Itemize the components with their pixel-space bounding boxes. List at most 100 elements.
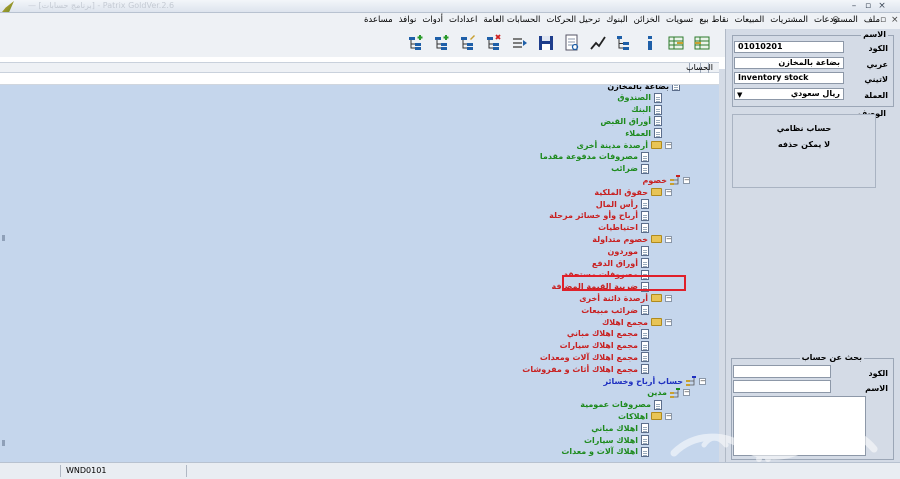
column-separator[interactable] <box>708 63 709 73</box>
search-code-input[interactable] <box>733 365 831 378</box>
code-field[interactable]: 01010201 <box>734 41 844 53</box>
tree-delete-icon[interactable] <box>484 33 504 53</box>
scroll-marker[interactable] <box>2 235 5 241</box>
tree-node[interactable]: − مدين <box>647 387 690 399</box>
tree-node[interactable]: −حقوق الملكية <box>594 186 672 198</box>
tree-node-label: احتياطيات <box>598 223 638 233</box>
tree-node[interactable]: −أرصدة دائنة أخرى <box>579 292 672 304</box>
restore-button[interactable]: ▫ <box>864 1 872 11</box>
tree-node[interactable]: أرباح وأو خسائر مرحلة <box>549 210 659 222</box>
tree-node[interactable]: موردون <box>608 245 659 257</box>
arabic-name-field[interactable]: بضاعة بالمخازن <box>734 57 844 69</box>
tree-node[interactable]: اهلاك مباني <box>591 422 659 434</box>
tree-node[interactable]: −خصوم متداولة <box>592 233 672 245</box>
document-icon <box>641 163 649 174</box>
move-icon[interactable] <box>510 33 530 53</box>
tree-node[interactable]: مصروفات مستحقة <box>563 269 659 281</box>
tree-node[interactable]: ضريبة القيمة المضافة <box>552 281 659 293</box>
tree-node[interactable]: أوراق القبض <box>600 115 672 127</box>
column-separator[interactable] <box>689 63 690 73</box>
document-icon <box>654 399 662 410</box>
tree-node[interactable]: احتياطيات <box>598 222 659 234</box>
collapse-icon[interactable]: − <box>665 140 672 149</box>
latin-name-field[interactable]: Inventory stock <box>734 72 844 84</box>
chart-icon[interactable] <box>588 33 608 53</box>
tree-node[interactable]: أوراق الدفع <box>592 257 659 269</box>
tree-node[interactable]: −أرصدة مدينة أخرى <box>576 139 672 151</box>
tree-node[interactable]: −خصوم <box>642 174 690 186</box>
tree-node[interactable]: مجمع اهلاك آلات ومعدات <box>540 351 659 363</box>
search-name-input[interactable] <box>733 380 831 393</box>
menu-item[interactable]: الخزائن <box>633 15 660 25</box>
excel-export-icon[interactable] <box>666 33 686 53</box>
collapse-icon[interactable]: − <box>665 317 672 326</box>
tree-node[interactable]: مجمع اهلاك أثاث و مفروشات <box>522 363 659 375</box>
close-button[interactable]: × <box>878 1 886 11</box>
menu-item[interactable]: تسويات <box>666 15 694 25</box>
menu-item[interactable]: المشتريات <box>770 15 808 25</box>
menu-item[interactable]: اعدادات <box>448 15 478 25</box>
tree-edit-icon[interactable] <box>458 33 478 53</box>
tree-node[interactable]: مصروفات عمومية <box>580 399 672 411</box>
currency-select[interactable]: ريال سعودي ▼ <box>734 88 844 100</box>
column-separator[interactable] <box>700 63 701 73</box>
menu-item[interactable]: نوافذ <box>398 15 417 25</box>
tree-node[interactable]: رأس المال <box>596 198 659 210</box>
save-icon[interactable] <box>536 33 556 53</box>
search-code-label: الكود <box>868 369 888 378</box>
tree-add-child-icon[interactable] <box>432 33 452 53</box>
tree-node[interactable]: بضاعة بالمخازن <box>607 85 690 92</box>
collapse-icon[interactable]: − <box>683 175 690 184</box>
scroll-marker[interactable] <box>2 440 5 446</box>
tree-node[interactable]: −اهلاكات <box>618 410 672 422</box>
tree-node[interactable]: ضرائب مبيعات <box>581 304 659 316</box>
tree-node[interactable]: −حساب أرباح وخسائر <box>603 375 706 387</box>
tree-node[interactable]: مجمع اهلاك سيارات <box>560 340 659 352</box>
tree-column-header: الحساب <box>0 62 719 73</box>
print-preview-icon[interactable] <box>562 33 582 53</box>
minimize-button[interactable]: – <box>851 1 857 11</box>
title-bar: — [برنامج حسابات] - Patrix GoldVer.2.6 –… <box>0 0 900 13</box>
tree-node[interactable]: البنك <box>631 104 672 116</box>
toolbar <box>0 29 725 57</box>
menu-item[interactable]: المبيعات <box>734 15 765 25</box>
tree-node[interactable]: الصندوق <box>617 92 672 104</box>
tree-node[interactable]: العملاء <box>625 127 672 139</box>
menu-item[interactable]: أدوات <box>422 15 443 25</box>
description-box[interactable]: حساب نظامي لا يمكن حذفه <box>732 114 876 188</box>
document-icon <box>641 340 649 351</box>
tree-node-label: مدين <box>647 388 667 398</box>
tree-node[interactable]: مجمع اهلاك مباني <box>567 328 659 340</box>
info-icon[interactable] <box>640 33 660 53</box>
tree-node[interactable]: −مجمع اهلاك <box>602 316 672 328</box>
menu-item[interactable]: ترحيل الحركات <box>546 15 601 25</box>
menu-item[interactable]: مساعدة <box>363 15 393 25</box>
collapse-icon[interactable]: − <box>665 187 672 196</box>
menu-item[interactable]: المستودعات <box>813 15 858 25</box>
app-system-menu-icon[interactable]: ⊖ <box>832 15 840 25</box>
collapse-icon[interactable]: − <box>665 234 672 243</box>
menu-item[interactable]: البنوك <box>606 15 628 25</box>
tree-add-icon[interactable] <box>406 33 426 53</box>
menu-item[interactable]: نقاط بيع <box>699 15 729 25</box>
folder-icon <box>651 188 662 197</box>
search-results-list[interactable] <box>733 396 866 456</box>
collapse-icon[interactable]: − <box>665 411 672 420</box>
collapse-icon[interactable]: − <box>683 388 690 397</box>
mdi-close-icon[interactable]: × <box>891 15 899 25</box>
chevron-down-icon[interactable]: ▼ <box>737 91 743 99</box>
tree-node[interactable]: مصروفات مدفوعة مقدما <box>540 151 659 163</box>
folder-icon <box>651 141 662 149</box>
tree-node[interactable]: اهلاك سيارات <box>584 434 659 446</box>
tree-node[interactable]: اهلاك آلات و معدات <box>561 446 659 458</box>
description-line-1: حساب نظامي <box>776 124 832 133</box>
mdi-restore-icon[interactable]: ▫ <box>880 15 887 25</box>
excel-import-icon[interactable] <box>692 33 712 53</box>
tree-view-icon[interactable] <box>614 33 634 53</box>
collapse-icon[interactable]: − <box>699 376 706 385</box>
menu-item[interactable]: ملف <box>863 15 880 25</box>
collapse-icon[interactable]: − <box>665 293 672 302</box>
tree-node[interactable]: ضرائب <box>611 163 659 175</box>
menu-item[interactable]: الحسابات العامة <box>483 15 541 25</box>
